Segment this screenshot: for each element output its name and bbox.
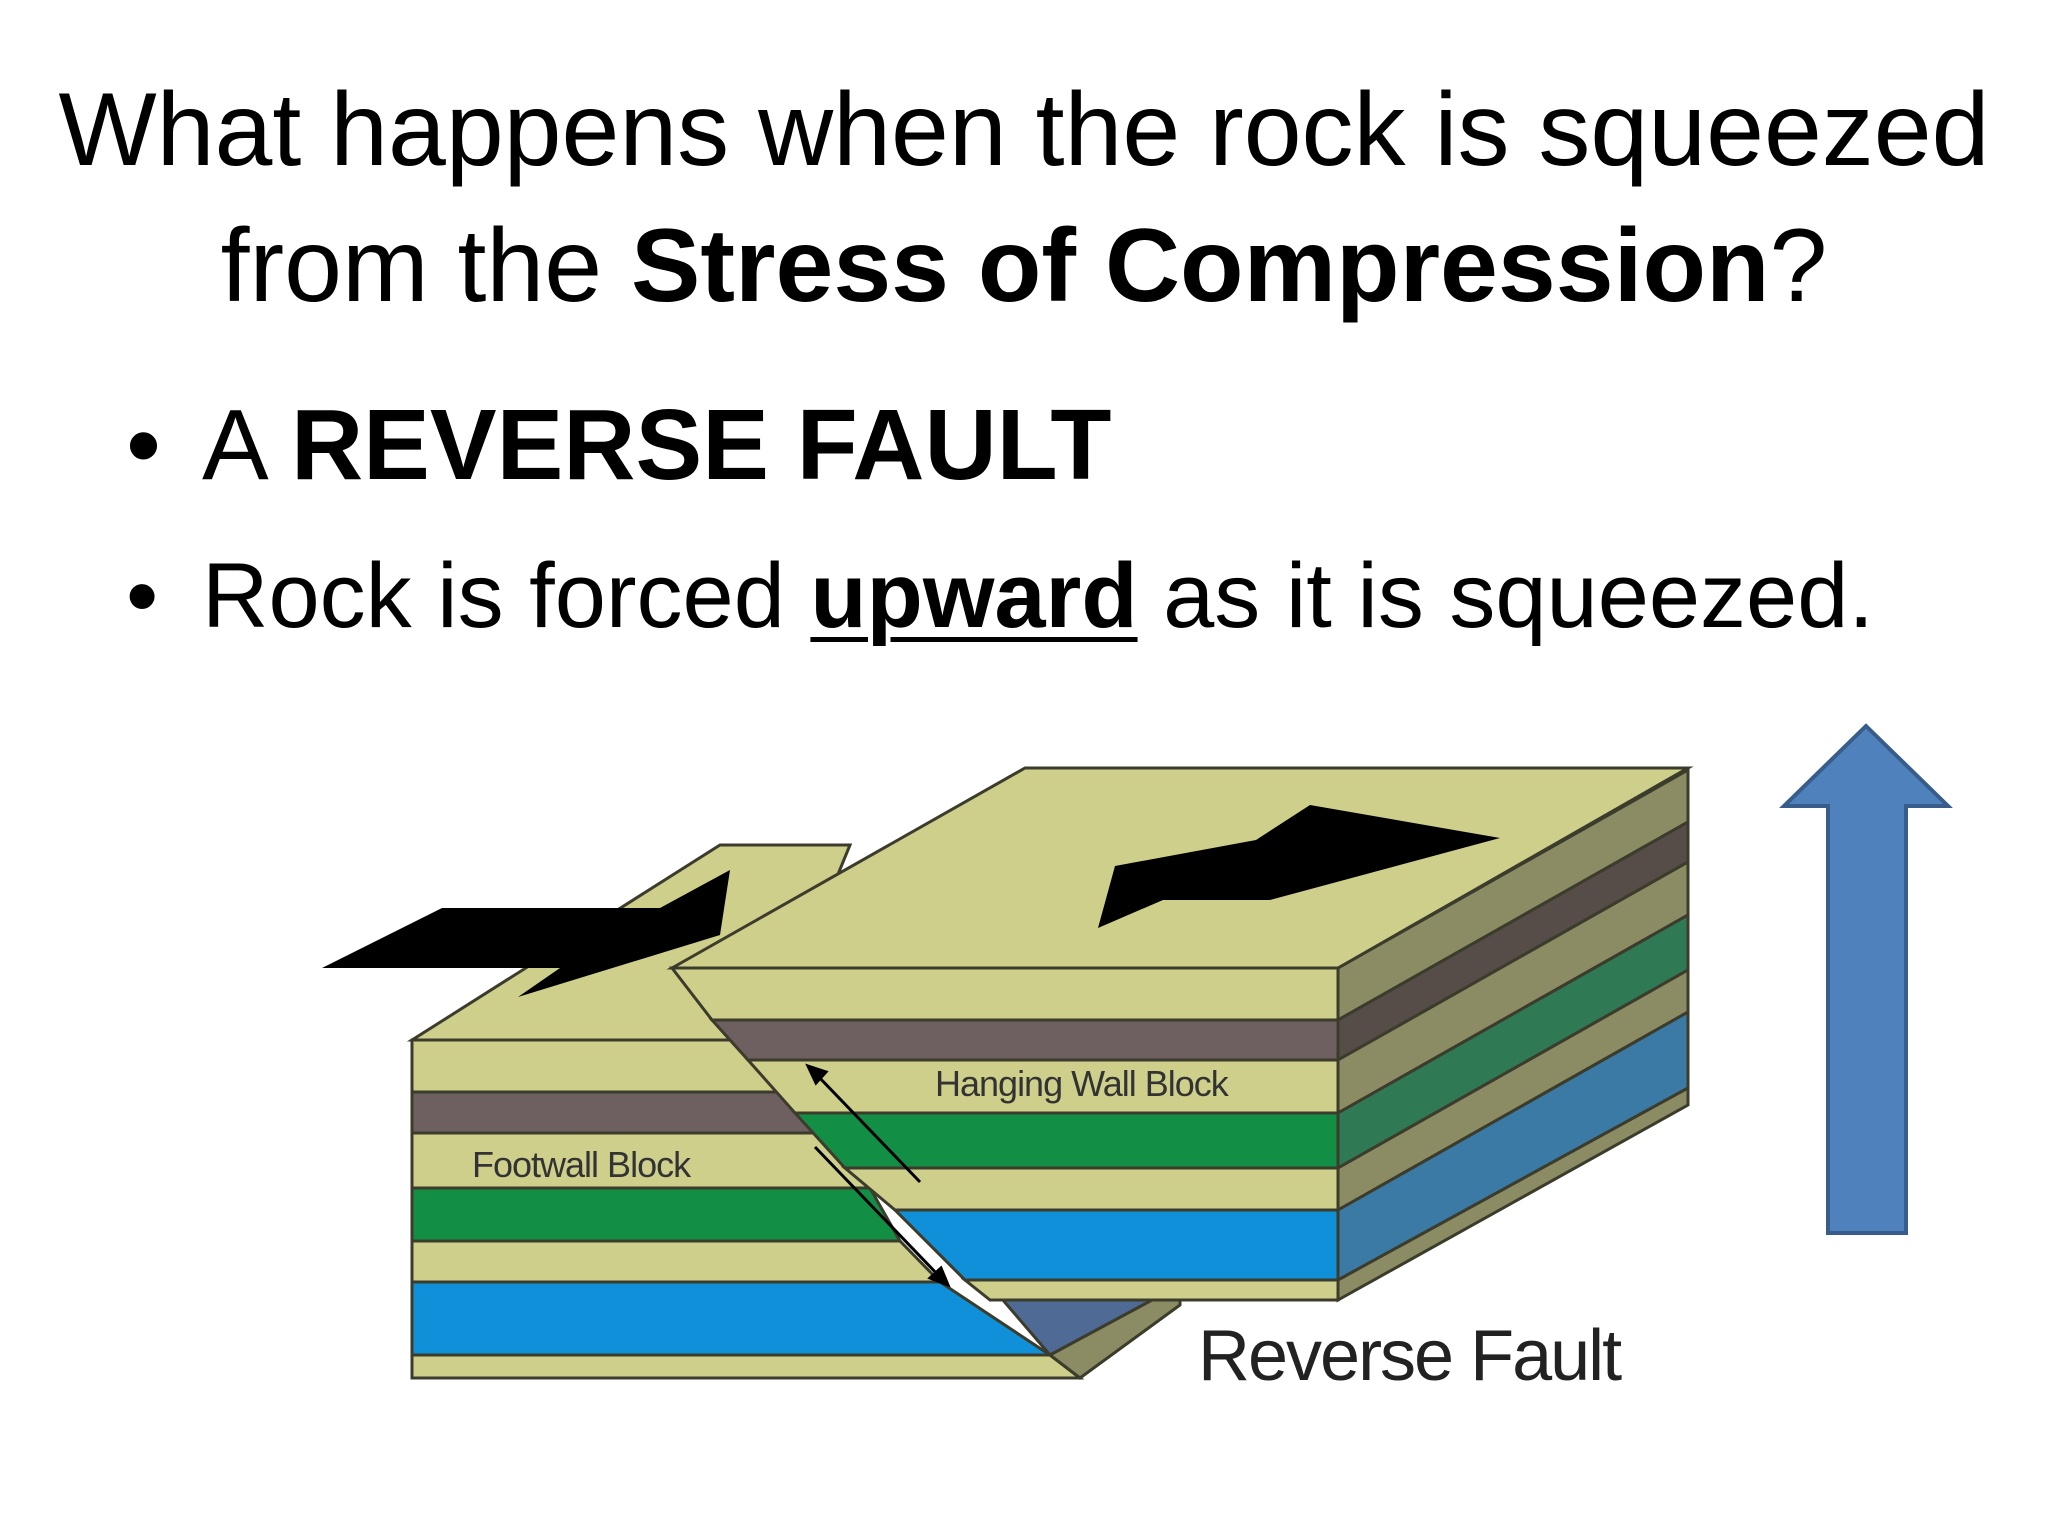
footwall-layer-tan-bottom (410, 1353, 1085, 1380)
footwall-motion-arrow (322, 870, 730, 997)
bullet-2-prefix: Rock is forced (202, 545, 811, 647)
title-line-1: What happens when the rock is squeezed (58, 72, 1990, 188)
bullet-2-suffix: as it is squeezed. (1137, 545, 1874, 647)
upward-arrow-icon (1779, 723, 1953, 1235)
hanging-layer-tan-3 (840, 1166, 1340, 1212)
footwall-layer-blue (410, 1280, 1055, 1357)
title-line-2-prefix: from the (220, 208, 631, 324)
footwall-layer-green (410, 1186, 903, 1243)
hanging-layer-brown (708, 1018, 1340, 1062)
footwall-layer-tan-3 (410, 1239, 944, 1284)
footwall-right-side (1047, 1282, 1182, 1380)
diagram-caption: Reverse Fault (1198, 1316, 1622, 1396)
bullet-rock-forced-upward: Rock is forced upward as it is squeezed. (126, 540, 1874, 652)
hanging-wall-label: Hanging Wall Block (935, 1063, 1230, 1104)
hanging-layer-tan-bottom (960, 1278, 1340, 1302)
slip-arrow-down (813, 1145, 942, 1279)
hanging-layer-blue (891, 1208, 1340, 1282)
side-layer-tan-bottom (1336, 1085, 1690, 1303)
hanging-wall-side-layers (1336, 767, 1690, 1303)
bullet-2-emphasis: upward (810, 545, 1138, 647)
slip-arrow-up (813, 1071, 922, 1184)
bullet-1-emphasis: REVERSE FAULT (290, 389, 1112, 501)
footwall-label: Footwall Block (472, 1144, 692, 1185)
slip-arrows (805, 1063, 951, 1288)
hanging-wall-motion-arrow (1098, 805, 1500, 928)
bullet-reverse-fault: A REVERSE FAULT (126, 386, 1874, 504)
slip-arrow-down-head (927, 1265, 951, 1288)
footwall-layer-brown (410, 1090, 843, 1135)
slide-title: What happens when the rock is squeezed f… (0, 62, 2048, 334)
slip-arrow-up-head (805, 1063, 829, 1086)
bullet-list: A REVERSE FAULT Rock is forced upward as… (126, 386, 1874, 652)
bullet-1-prefix: A (202, 389, 291, 501)
hanging-layer-green (791, 1111, 1340, 1170)
hanging-layer-tan-top (668, 966, 1340, 1022)
title-emphasis: Stress of Compression (631, 208, 1770, 324)
title-line-2-suffix: ? (1769, 208, 1828, 324)
